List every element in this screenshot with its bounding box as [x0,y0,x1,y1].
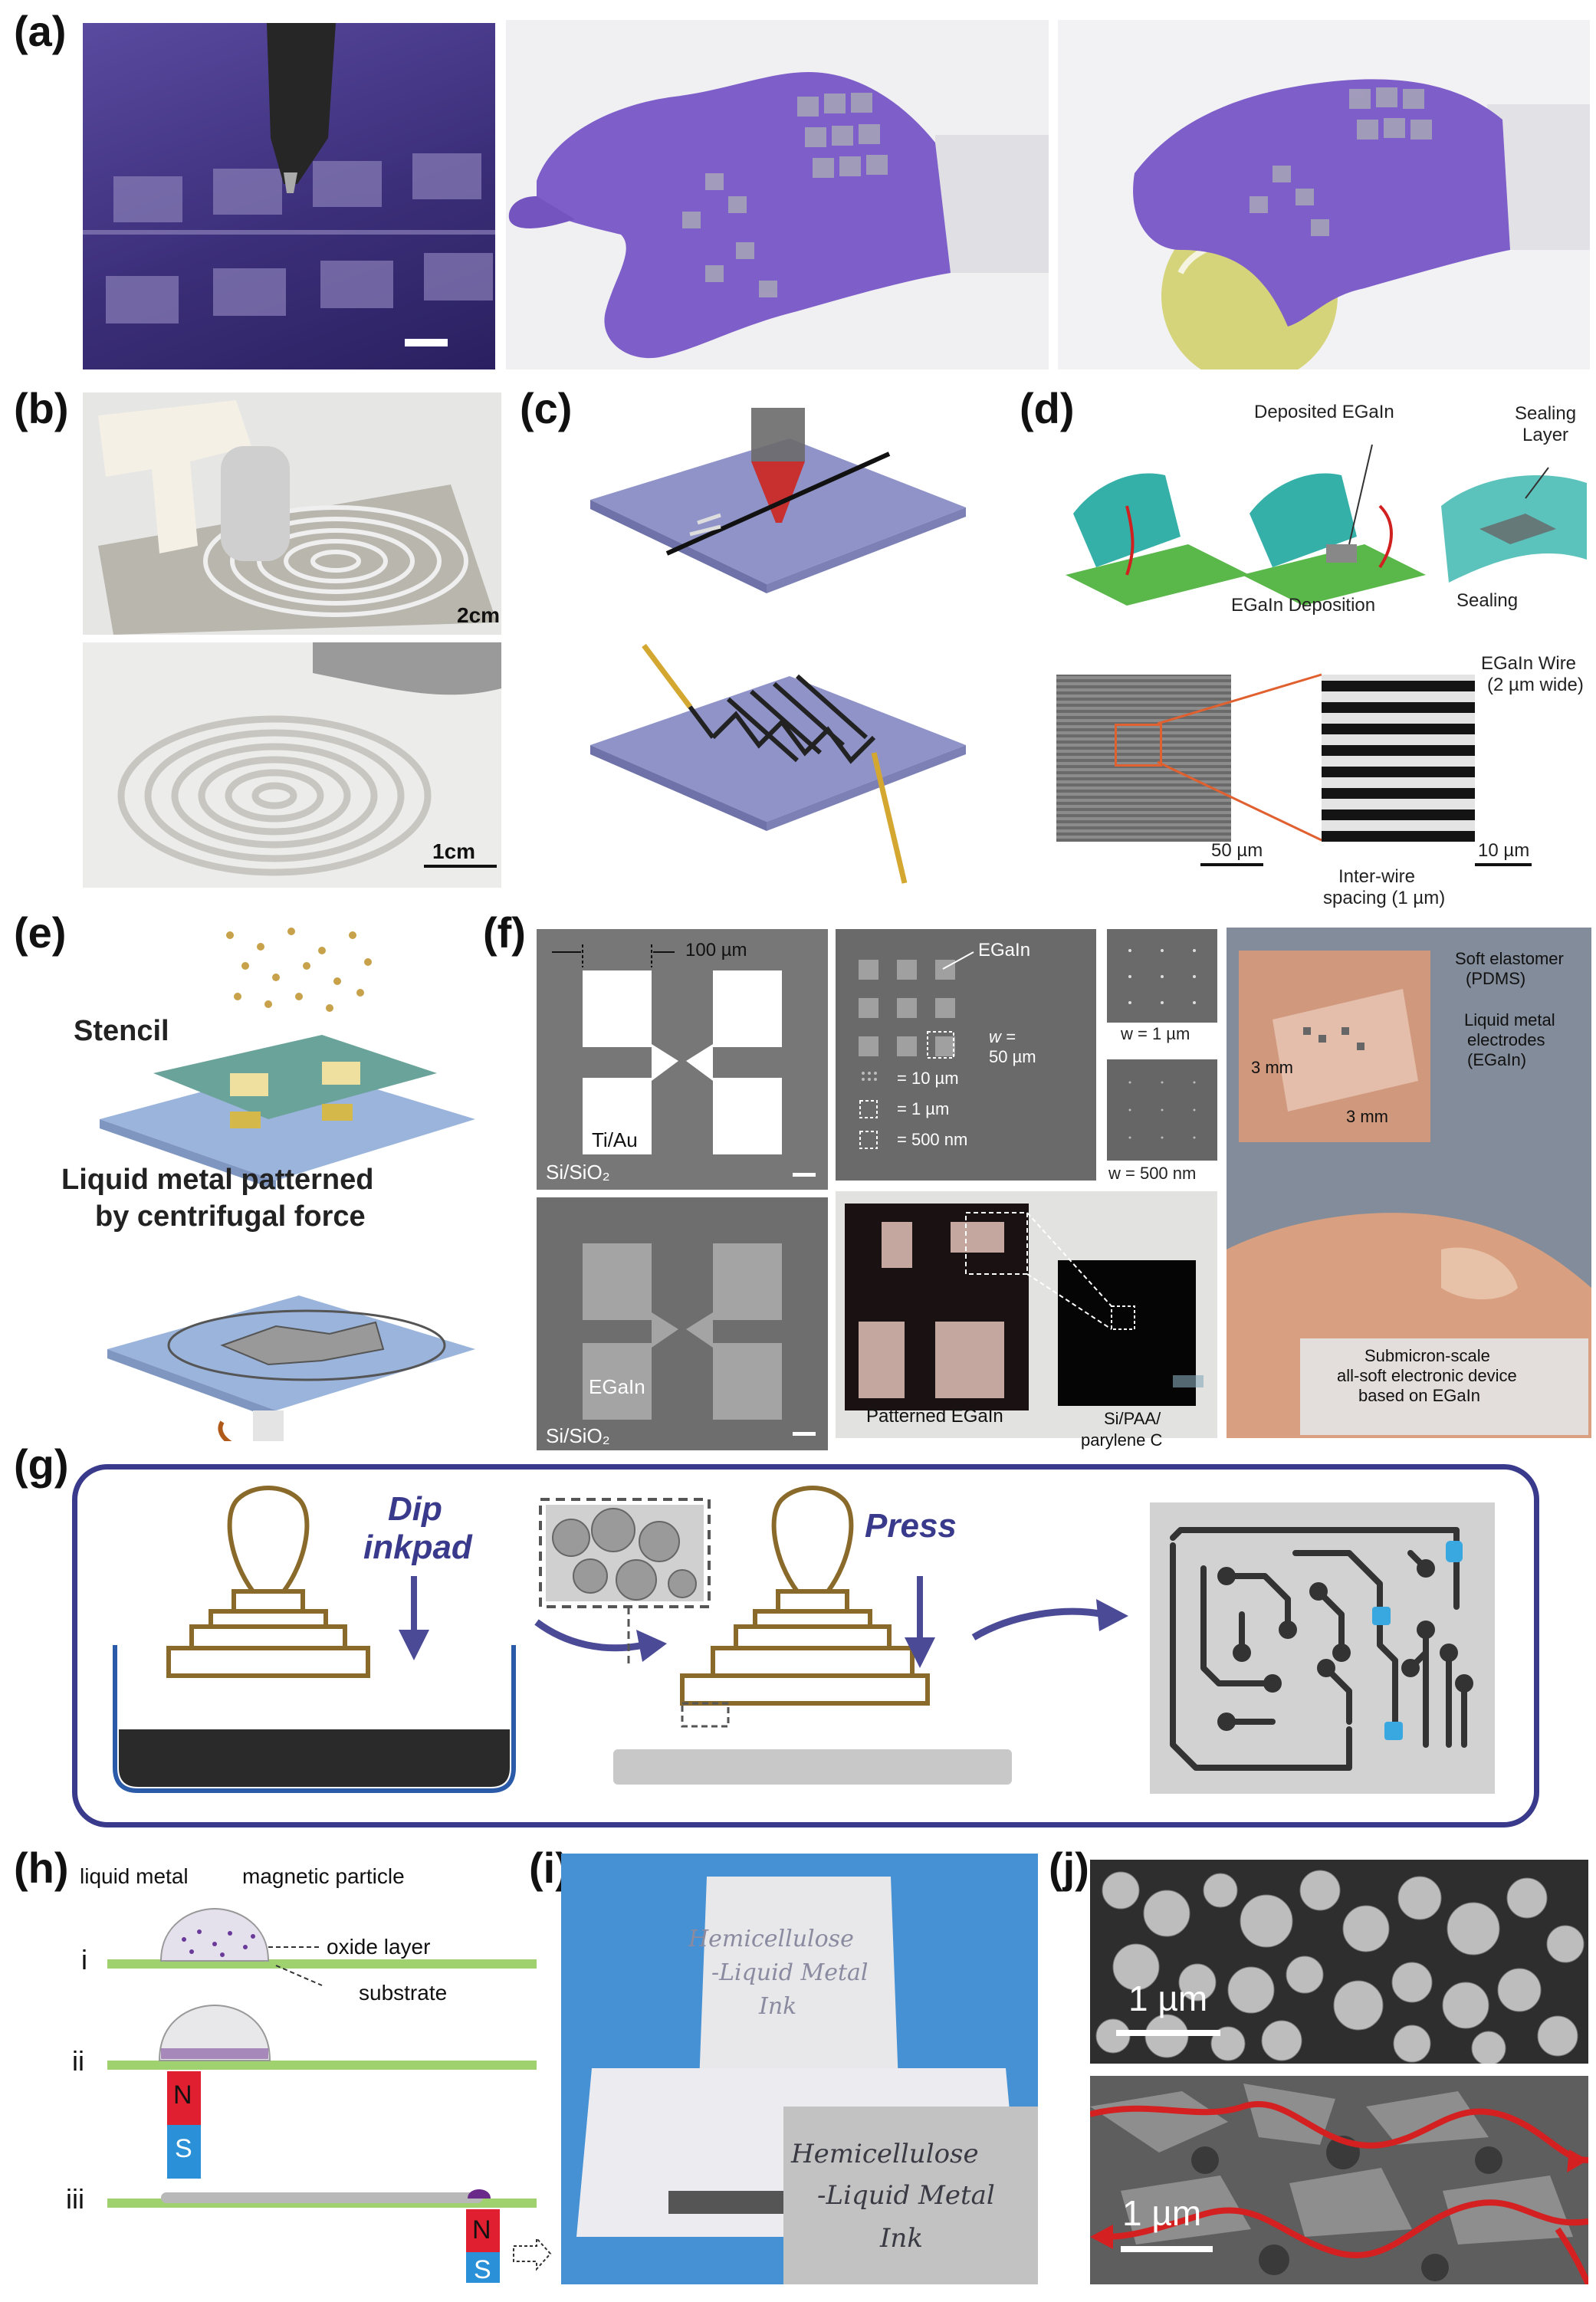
panel-j-sem-network [1090,2076,1588,2284]
panel-f-sisio2-label-a: Si/SiO₂ [546,1161,610,1184]
panel-h-magnet-n2: N [472,2215,491,2245]
panel-e-lm-label-1: Liquid metal patterned [61,1164,374,1196]
panel-g-dip-label-1: Dip [388,1490,442,1528]
panel-d-scale-left: 50 µm [1211,840,1263,861]
panel-h-step-iii: iii [66,2183,84,2215]
panel-label-d: (d) [1020,384,1075,432]
panel-d-egain-deposition-label: EGaIn Deposition [1231,595,1376,616]
panel-i-inset-text-2: -Liquid Metal [817,2180,995,2211]
panel-f-lme-label-2: electrodes [1467,1030,1545,1049]
panel-h-magnetic-particle-label: magnetic particle [242,1864,405,1888]
panel-f-patterned-label: Patterned EGaIn [866,1406,1003,1427]
panel-f-mm-label-b: 3 mm [1346,1107,1388,1126]
panel-d-sem-zoom [1322,675,1475,842]
panel-f-w1 [1107,929,1217,1023]
panel-d-spacing-label-1: Inter-wire [1338,866,1416,887]
panel-d-diagram [1050,391,1594,621]
panel-f-mm-label-a: 3 mm [1251,1058,1293,1077]
panel-f-s1-label: = 1 µm [897,1099,950,1118]
panel-h-diagram [61,1870,552,2284]
panel-f-array [836,929,1096,1181]
panel-h-magnet-n1: N [173,2080,192,2110]
panel-f-lme-label-3: (EGaIn) [1467,1050,1527,1069]
panel-d-sealing-label: Sealing [1456,590,1519,611]
panel-j-scale-bottom: 1 µm [1122,2193,1202,2233]
panel-d-wire-label-1: EGaIn Wire [1481,653,1577,674]
panel-f-sipaa-label-2: parylene C [1081,1430,1163,1450]
panel-f-sipaa-label-1: Si/PAA/ [1104,1409,1161,1428]
panel-a-photo-glove-ball [1058,20,1590,369]
panel-f-caption-3: based on EGaIn [1358,1386,1481,1405]
panel-f-w500 [1107,1059,1217,1161]
panel-f-s500-label: = 500 nm [897,1130,968,1149]
panel-g-press-label: Press [865,1507,957,1545]
panel-j-scale-top: 1 µm [1128,1979,1208,2018]
panel-d-zoom-lines [1157,673,1322,842]
panel-e-lm-label-2: by centrifugal force [95,1200,366,1233]
panel-b-scale-top: 2cm [457,603,500,627]
panel-b-photo-spiral: 1cm [83,642,501,888]
panel-d-sealing-layer-label-2: Layer [1522,425,1569,445]
panel-f-caption-2: all-soft electronic device [1337,1366,1517,1385]
panel-c-diagram [567,392,981,898]
panel-f-egain [537,1197,828,1450]
panel-d-deposited-label: Deposited EGaIn [1254,402,1394,422]
panel-f-egain-pad-label: EGaIn [589,1375,645,1398]
panel-f-w1-label: w = 1 µm [1121,1024,1190,1043]
panel-d-wire-label-2: (2 µm wide) [1487,675,1584,695]
panel-h-step-i: i [81,1944,87,1975]
panel-h-step-ii: ii [72,2045,84,2077]
panel-label-e: (e) [14,908,67,957]
panel-f-soft-label-2: (PDMS) [1466,969,1526,988]
panel-i-photo-printer [561,1854,1038,2284]
panel-d-scale-left-bar [1200,863,1263,866]
panel-f-lme-label-1: Liquid metal [1464,1010,1555,1029]
panel-d-sealing-layer-label-1: Sealing [1515,403,1577,424]
panel-f-tiau-label: Ti/Au [592,1128,638,1151]
panel-f-dim-label: 100 µm [685,940,747,961]
panel-f-tiau [537,929,828,1190]
panel-h-liquid-metal-label: liquid metal [80,1864,189,1888]
panel-f-s10-label: = 10 µm [897,1069,959,1088]
panel-f-w50-label-2: 50 µm [989,1047,1036,1066]
panel-f-egain-arrow-label: EGaIn [978,940,1031,961]
panel-d-scale-right-bar [1475,863,1532,866]
panel-f-caption-1: Submicron-scale [1364,1346,1490,1365]
panel-h-magnet-s2: S [474,2255,491,2284]
panel-h-magnet-s1: S [175,2134,192,2163]
panel-d-scale-right: 10 µm [1478,840,1530,861]
panel-e-stencil-label: Stencil [74,1015,169,1047]
panel-f-w50-label-1: w = [989,1027,1016,1046]
panel-label-f: (f) [483,908,526,957]
panel-a-photo-glove-flat [506,20,1049,369]
panel-i-paper-text-3: Ink [759,1993,797,2020]
panel-label-b: (b) [14,384,69,432]
panel-i-inset-text-3: Ink [880,2223,923,2254]
panel-b-photo-roller: 2cm [83,392,501,635]
panel-d-sem-wide [1056,675,1231,842]
panel-label-g: (g) [14,1440,69,1489]
panel-label-c: (c) [520,384,573,432]
panel-d-spacing-label-2: spacing (1 µm) [1323,888,1446,908]
panel-e-diagram [77,920,483,1441]
panel-f-sisio2-label-b: Si/SiO₂ [546,1424,610,1447]
panel-f-patterned [836,1191,1217,1438]
panel-b-scale-bottom: 1cm [432,839,475,863]
panel-a-photo-printing [83,23,495,369]
panel-j-sem-particles [1090,1860,1588,2064]
panel-f-finger [1227,928,1591,1438]
panel-f-soft-label-1: Soft elastomer [1455,949,1564,968]
panel-i-paper-text-2: -Liquid Metal [711,1959,869,1986]
panel-i-paper-text-1: Hemicellulose [688,1926,854,1952]
panel-label-j: (j) [1049,1844,1089,1892]
panel-label-h: (h) [14,1844,69,1892]
panel-f-w500-label: w = 500 nm [1108,1164,1197,1183]
panel-g-diagram [77,1469,1533,1821]
panel-d-zoom-box [1115,724,1162,767]
panel-g-dip-label-2: inkpad [363,1529,472,1566]
panel-h-substrate-label: substrate [359,1981,448,2005]
panel-i-inset-text-1: Hemicellulose [791,2139,979,2169]
panel-label-a: (a) [14,7,67,55]
panel-h-oxide-label: oxide layer [327,1935,431,1959]
